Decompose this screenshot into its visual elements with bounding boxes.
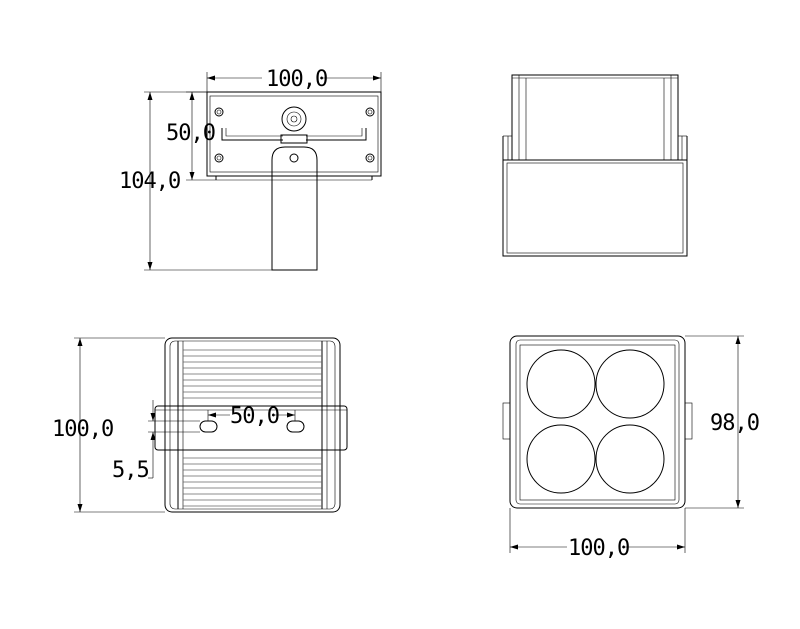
dim-slot-spacing: 50,0 — [230, 404, 279, 429]
dim-bottom-height: 100,0 — [52, 417, 113, 442]
side-view — [502, 74, 688, 257]
dim-top-height-inner: 50,0 — [166, 121, 215, 146]
dim-front-height: 98,0 — [710, 411, 759, 436]
cable-gland-icon — [280, 106, 308, 144]
dim-top-width: 100,0 — [266, 67, 327, 92]
heatsink-view: 50,0 5,5 100,0 — [52, 337, 348, 513]
mounting-bracket — [271, 146, 318, 271]
pivot-hole-icon — [289, 153, 299, 163]
lower-bracket — [502, 159, 688, 257]
upper-housing — [511, 74, 679, 161]
dim-front-width: 100,0 — [568, 536, 629, 561]
front-view: 98,0 100,0 — [502, 335, 760, 561]
housing-outline — [206, 91, 382, 177]
screw-icon — [214, 107, 375, 163]
slot-icon — [286, 420, 305, 433]
mounting-strap — [154, 405, 348, 451]
lens-icon — [526, 349, 665, 494]
dim-top-height-total: 104,0 — [119, 169, 180, 194]
heatsink-fins — [183, 349, 322, 507]
top-view-with-bracket: 100,0 50,0 104,0 — [119, 67, 382, 271]
dim-slot-width: 5,5 — [112, 458, 149, 483]
heatsink-outline — [164, 337, 341, 513]
slot-icon — [199, 420, 218, 433]
